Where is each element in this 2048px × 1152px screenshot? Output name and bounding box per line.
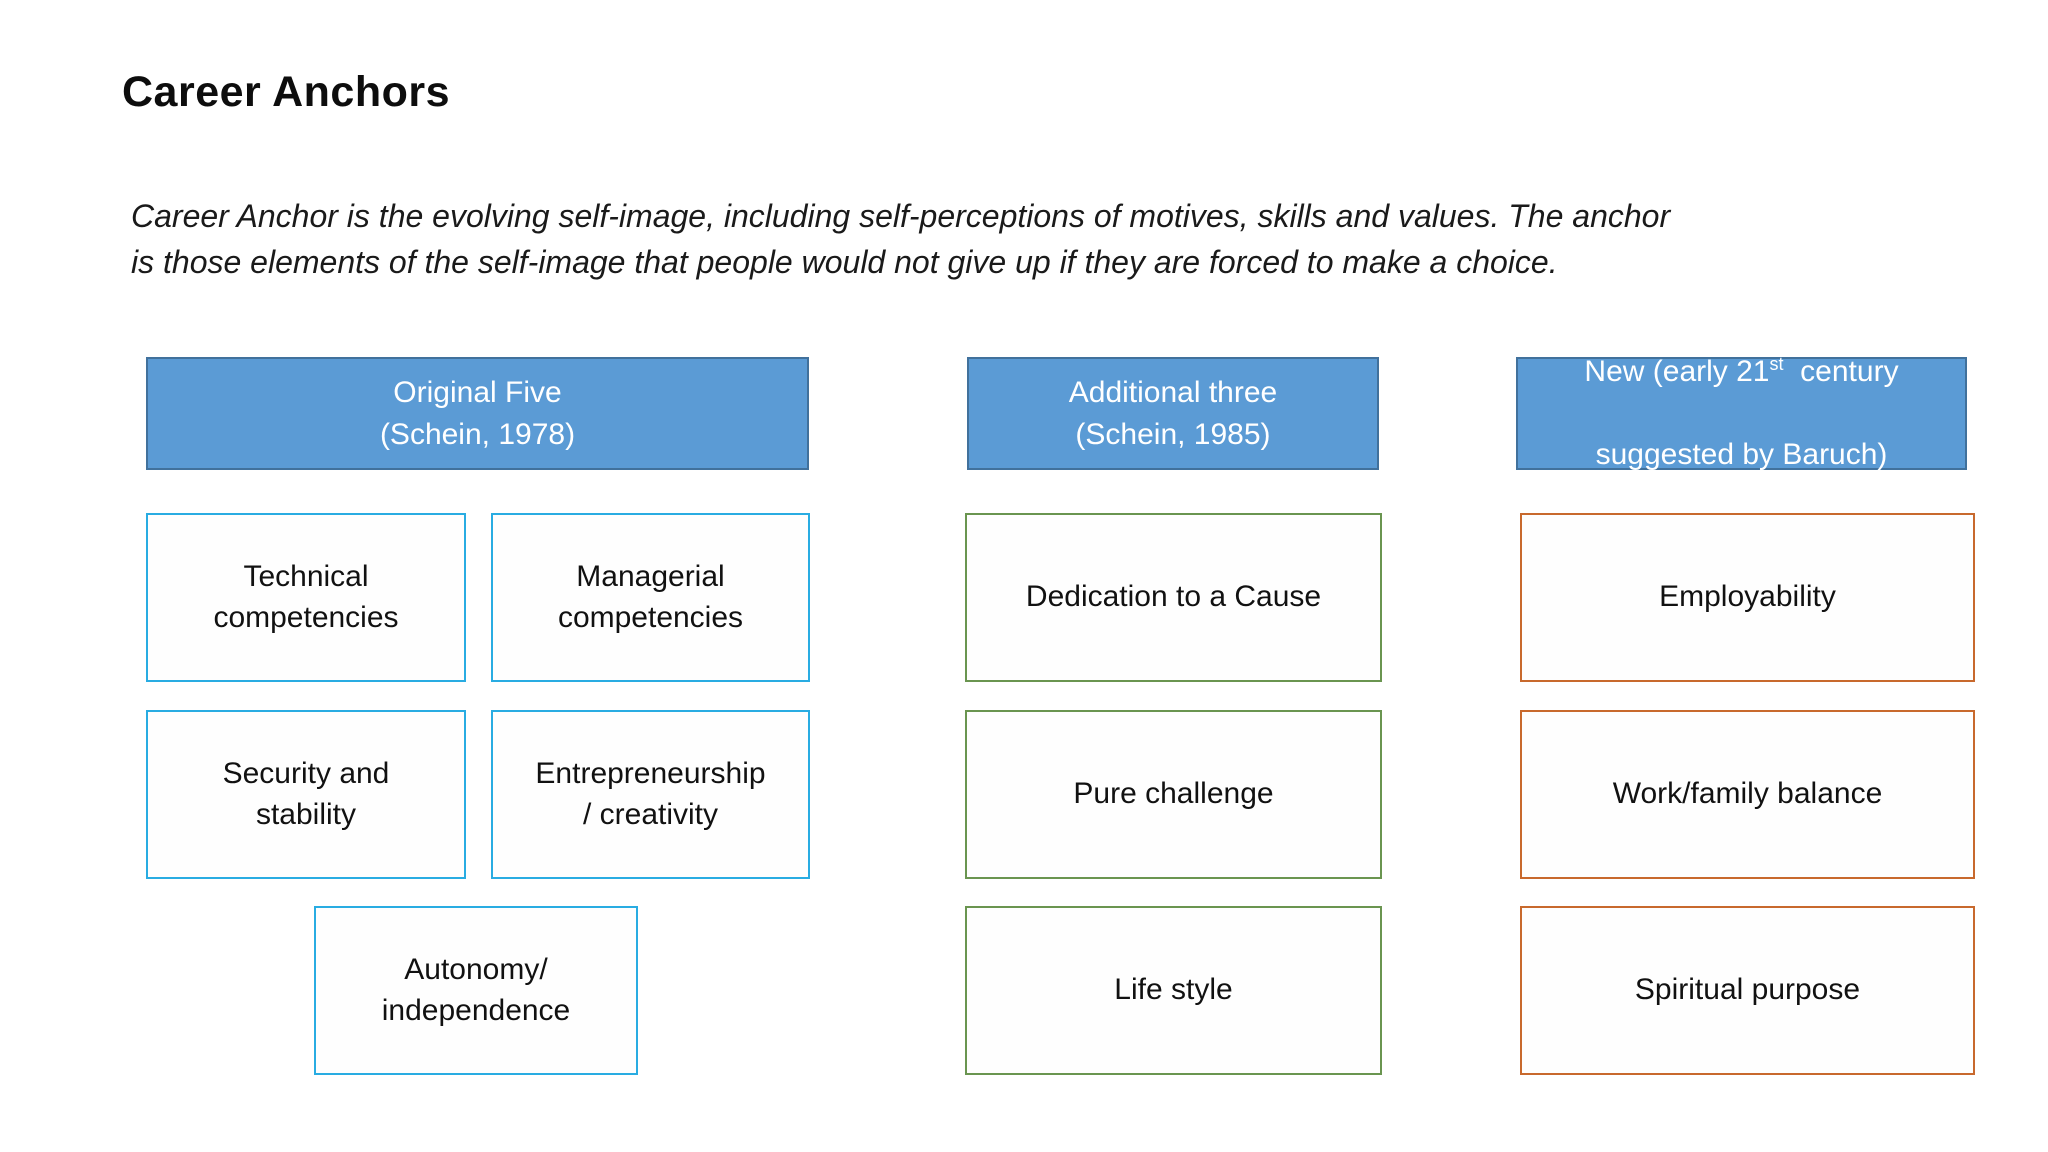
column-header-original-five-label: Original Five (Schein, 1978): [379, 376, 576, 451]
box-managerial-competencies: Managerial competencies: [491, 513, 810, 682]
box-spiritual-purpose: Spiritual purpose: [1520, 906, 1975, 1075]
column-header-new-baruch: New (early 21st century suggested by Bar…: [1516, 355, 1967, 471]
box-dedication-to-a-cause: Dedication to a Cause: [965, 513, 1382, 682]
column-header-new-baruch-label: New (early 21st century suggested by Bar…: [1584, 310, 1898, 517]
box-security-and-stability: Security and stability: [146, 710, 466, 879]
column-header-new-baruch-line2: suggested by Baruch): [1595, 438, 1888, 472]
column-header-original-five: Original Five (Schein, 1978): [146, 357, 809, 470]
box-entrepreneurship-creativity: Entrepreneurship / creativity: [491, 710, 810, 879]
slide-title: Career Anchors: [122, 68, 451, 116]
box-employability: Employability: [1520, 513, 1975, 682]
box-pure-challenge: Pure challenge: [965, 710, 1382, 879]
box-autonomy-independence: Autonomy/ independence: [314, 906, 638, 1075]
superscript-st: st: [1769, 354, 1784, 375]
box-life-style: Life style: [965, 906, 1382, 1075]
slide-description: Career Anchor is the evolving self-image…: [131, 198, 1671, 280]
column-header-additional-three: Additional three (Schein, 1985): [967, 357, 1379, 470]
box-work-family-balance: Work/family balance: [1520, 710, 1975, 879]
box-technical-competencies: Technical competencies: [146, 513, 466, 682]
column-header-new-baruch-line1: New (early 21st century: [1584, 354, 1899, 389]
column-header-additional-three-label: Additional three (Schein, 1985): [1068, 376, 1278, 451]
